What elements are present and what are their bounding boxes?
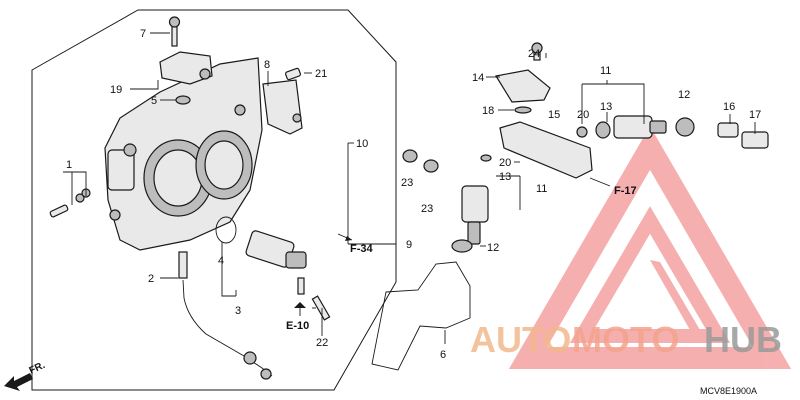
callout-20b: 20 [499,157,511,169]
callout-1: 1 [66,159,72,171]
callout-16: 16 [723,101,735,113]
callout-13b: 13 [499,171,511,183]
watermark-hub: HUB [704,319,782,360]
callout-3: 3 [235,305,241,317]
callout-6: 6 [440,349,446,361]
diagram-code: MCV8E1900A [700,386,757,396]
fuel-rail-assembly [451,42,593,253]
callout-15: 15 [548,109,560,121]
callout-2: 2 [148,273,154,285]
throttle-body [104,57,263,251]
callout-12b: 12 [487,242,499,254]
callout-23a: 23 [401,177,413,189]
leader-lines [63,32,756,344]
sensor-assembly [159,16,213,105]
throttle-body-frame [31,9,397,391]
watermark-triangle-stroke [650,260,700,330]
callout-5: 5 [151,95,157,107]
seal-ring [371,261,471,371]
watermark-logo [508,126,792,369]
callout-11a: 11 [600,65,611,77]
callout-14: 14 [472,72,484,84]
callout-22: 22 [316,337,328,349]
watermark-moto: MOTO [572,319,679,360]
ref-f17: F-17 [614,185,637,197]
callout-24: 24 [528,48,540,60]
callout-23b: 23 [421,203,433,215]
idle-valve-assembly [215,216,331,321]
watermark-auto: AUTO [470,319,571,360]
nut-parts [402,149,439,173]
ref-f34: F-34 [350,243,374,255]
callout-13a: 13 [600,101,612,113]
callout-19: 19 [110,84,122,96]
callout-12a: 12 [678,89,690,101]
callout-10: 10 [356,138,368,150]
callout-20a: 20 [577,109,589,121]
callout-18: 18 [482,105,494,117]
throttle-cable [178,251,273,380]
injector-assembly [576,115,769,149]
callout-21: 21 [315,68,327,80]
callout-11b: 11 [536,183,547,195]
direction-label: FR. [28,360,47,377]
callout-9: 9 [406,239,412,251]
screw-assembly [49,188,91,218]
bracket-assembly [262,67,303,135]
watermark-text: AUTO MOTO HUB [470,319,782,360]
watermark-triangle-inner [569,206,731,343]
watermark-triangle-outer [508,126,792,369]
callout-17: 17 [749,109,761,121]
callout-8: 8 [264,59,270,71]
ref-e10: E-10 [286,320,309,332]
callout-7: 7 [140,28,146,40]
front-direction-arrow: FR. [4,360,47,391]
callout-4: 4 [218,255,224,267]
